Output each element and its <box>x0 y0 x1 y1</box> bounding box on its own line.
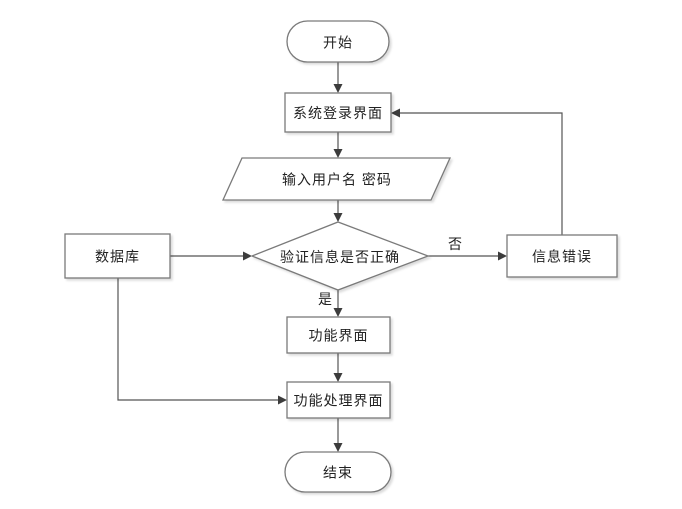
arrowhead-error-login <box>391 108 400 118</box>
process-shape <box>284 92 392 133</box>
node-label: 验证信息是否正确 <box>280 249 400 265</box>
arrowhead-functionprocess-end <box>333 443 343 452</box>
node-label: 输入用户名 密码 <box>282 172 392 188</box>
edge-error-login <box>399 112 563 235</box>
arrowhead-database-verify <box>243 251 252 261</box>
process-shape <box>286 381 391 419</box>
process-shape <box>64 233 171 279</box>
node-label: 开始 <box>323 35 353 51</box>
arrowhead-database-functionprocess <box>278 395 287 405</box>
node-verify: 验证信息是否正确 <box>250 221 430 291</box>
node-label: 系统登录界面 <box>293 105 383 121</box>
data-io-shape <box>221 157 452 201</box>
edge-label-yes: 是 <box>318 291 332 307</box>
node-label: 结束 <box>323 465 353 481</box>
arrowhead-functionui-functionprocess <box>333 373 343 382</box>
node-label: 功能处理界面 <box>294 393 384 409</box>
node-label: 数据库 <box>95 249 140 265</box>
node-database: 数据库 <box>64 233 171 279</box>
arrowhead-verify-functionui <box>333 308 343 317</box>
process-shape <box>286 316 391 354</box>
arrowhead-input-verify <box>333 213 343 222</box>
node-function-process: 功能处理界面 <box>286 381 391 419</box>
edge-label-no: 否 <box>448 236 462 252</box>
decision-shape <box>250 221 430 291</box>
node-label: 功能界面 <box>309 328 369 344</box>
edge-layer: 否 是 <box>117 62 563 452</box>
arrowhead-start-login <box>333 84 343 93</box>
node-error: 信息错误 <box>506 234 618 278</box>
arrowhead-login-input <box>333 149 343 158</box>
arrowhead-verify-error <box>498 251 507 261</box>
node-label: 信息错误 <box>532 249 592 265</box>
process-shape <box>506 234 618 278</box>
node-start: 开始 <box>286 20 390 63</box>
terminator-shape <box>286 20 390 63</box>
edge-database-functionprocess <box>117 278 279 401</box>
node-end: 结束 <box>284 451 392 493</box>
node-input: 输入用户名 密码 <box>221 157 452 201</box>
node-function-ui: 功能界面 <box>286 316 391 354</box>
node-login: 系统登录界面 <box>284 92 392 133</box>
terminator-shape <box>284 451 392 493</box>
